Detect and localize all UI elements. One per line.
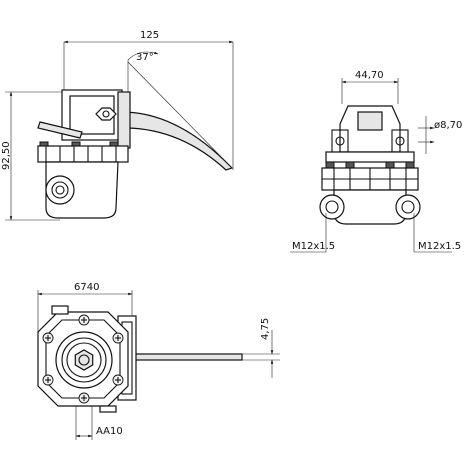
side-height-dimension: 92,50 (1, 91, 70, 221)
front-port-right (395, 194, 421, 220)
bottom-lever-shaft (129, 353, 243, 361)
side-bracket (117, 91, 131, 149)
side-angle-label: 37° (136, 52, 154, 63)
front-width-dimension: 44,70 (341, 70, 399, 104)
front-view: 44,70 ø8,70 (290, 70, 462, 253)
side-height-label: 92,50 (1, 141, 12, 170)
side-primer-lever (37, 121, 83, 139)
bottom-screws (42, 314, 124, 404)
front-thread-right-label: M12x1.5 (418, 241, 461, 252)
side-view: 125 37° 92,50 (1, 30, 234, 221)
bottom-thickness-label: 4,75 (260, 318, 271, 340)
side-width-label: 125 (140, 30, 159, 41)
front-diameter-dimension: ø8,70 (418, 116, 462, 154)
side-hex-nut (95, 107, 117, 121)
front-thread-left-label: M12x1.5 (292, 241, 335, 252)
front-upper-flange (325, 151, 415, 163)
side-angle-dimension: 37° (127, 51, 159, 92)
bottom-thickness-dimension: 4,75 (242, 318, 280, 378)
front-port-left (319, 194, 345, 220)
bottom-hex-label: AA10 (96, 426, 123, 437)
front-width-label: 44,70 (355, 70, 384, 81)
side-flange (37, 145, 129, 163)
front-diameter-label: ø8,70 (434, 120, 462, 131)
side-port-fitting (45, 175, 75, 205)
bottom-view: 6740 4,75 AA10 (37, 282, 280, 440)
side-lever-arm (121, 111, 234, 171)
bottom-center-port (55, 331, 113, 389)
front-lower-body (333, 189, 407, 225)
bottom-width-label: 6740 (74, 282, 99, 293)
